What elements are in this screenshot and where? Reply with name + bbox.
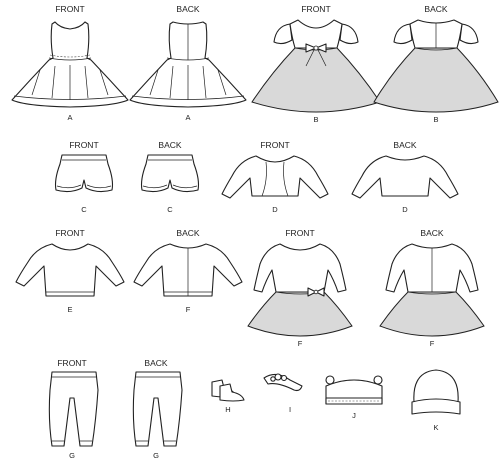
view-g-back: BACK G (132, 358, 183, 460)
view-f-front-letter: F (298, 339, 303, 348)
view-c-front: FRONT C (54, 140, 114, 214)
view-b-back: BACK B (373, 4, 499, 124)
view-g-front: FRONT G (48, 358, 99, 460)
view-j-letter: J (352, 411, 356, 420)
view-c-back: BACK C (140, 140, 200, 214)
view-a-back-label: BACK (176, 4, 199, 14)
view-h-booties: H (211, 379, 245, 414)
view-d-front: FRONT D (221, 140, 329, 214)
view-g-back-label: BACK (144, 358, 167, 368)
view-c-front-label: FRONT (69, 140, 98, 150)
view-b-front-label: FRONT (301, 4, 330, 14)
view-d-back: BACK D (351, 140, 459, 214)
view-d-back-letter: D (402, 205, 408, 214)
view-c-back-label: BACK (158, 140, 181, 150)
view-a-front-letter: A (67, 113, 72, 122)
view-h-letter: H (225, 405, 230, 414)
view-e-back-label: BACK (176, 228, 199, 238)
view-b-front: FRONT B (251, 4, 381, 124)
view-a-front-label: FRONT (55, 4, 84, 14)
view-d-back-label: BACK (393, 140, 416, 150)
view-e-back-letter: F (186, 305, 191, 314)
view-f-back-label: BACK (420, 228, 443, 238)
view-f-back: BACK F (379, 228, 485, 348)
view-k-beanie: K (411, 369, 461, 432)
view-a-back: BACK A (129, 4, 247, 122)
view-e-front: FRONT E (15, 228, 125, 314)
view-e-front-letter: E (67, 305, 72, 314)
view-f-back-letter: F (430, 339, 435, 348)
view-b-front-letter: B (313, 115, 318, 124)
view-i-letter: I (289, 405, 291, 414)
view-c-back-letter: C (167, 205, 173, 214)
view-g-front-letter: G (69, 451, 75, 460)
view-d-front-letter: D (272, 205, 278, 214)
view-b-back-letter: B (433, 115, 438, 124)
view-g-back-letter: G (153, 451, 159, 460)
view-j-hat: J (325, 375, 383, 420)
view-f-front-label: FRONT (285, 228, 314, 238)
view-a-front: FRONT A (11, 4, 129, 122)
view-b-back-label: BACK (424, 4, 447, 14)
view-e-back: BACK F (133, 228, 243, 314)
view-c-front-letter: C (81, 205, 87, 214)
view-k-letter: K (433, 423, 438, 432)
view-f-front: FRONT F (247, 228, 353, 348)
view-g-front-label: FRONT (57, 358, 86, 368)
view-a-back-letter: A (185, 113, 190, 122)
view-d-front-label: FRONT (260, 140, 289, 150)
view-e-front-label: FRONT (55, 228, 84, 238)
view-i-headband: I (263, 373, 303, 414)
